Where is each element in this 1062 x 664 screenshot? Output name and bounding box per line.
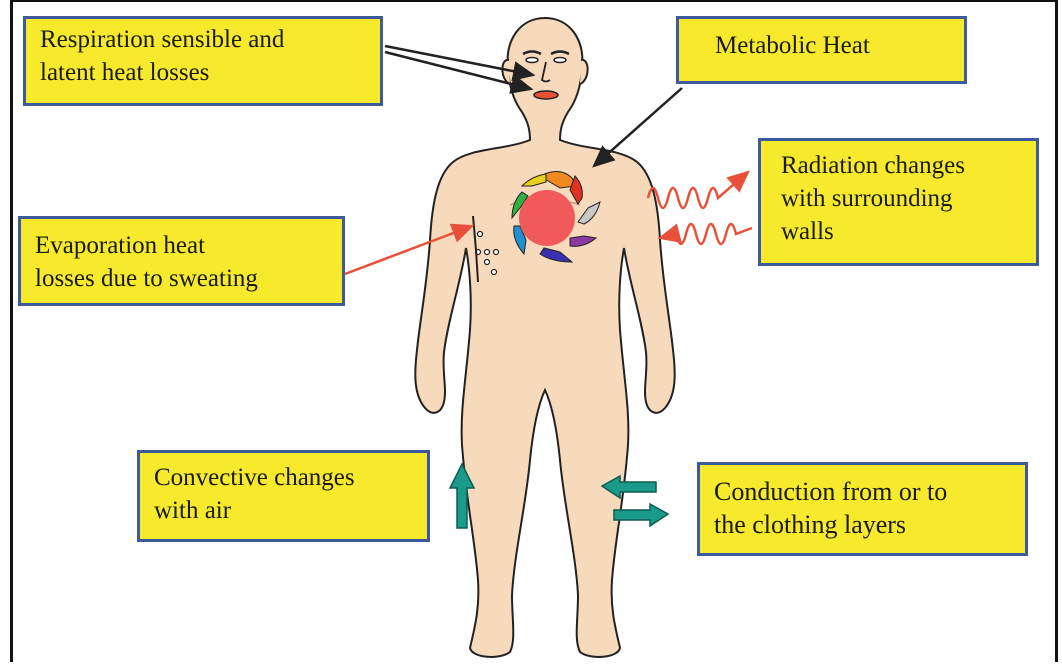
- radiation-label-line-2: with surrounding: [781, 182, 1026, 215]
- evaporation-label-line-2: losses due to sweating: [35, 262, 332, 295]
- radiation-label-line-1: Radiation changes: [781, 149, 1026, 182]
- metabolic-heat-label: Metabolic Heat: [715, 29, 954, 62]
- human-body: [415, 18, 674, 657]
- metabolic-heat-label-box: Metabolic Heat: [676, 16, 967, 84]
- convective-label-line-1: Convective changes: [154, 461, 417, 494]
- radiation-label-line-3: walls: [781, 215, 1026, 248]
- respiration-label-box: Respiration sensible and latent heat los…: [23, 16, 383, 106]
- respiration-label-line-2: latent heat losses: [40, 56, 370, 89]
- evaporation-label-box: Evaporation heat losses due to sweating: [18, 216, 345, 306]
- conduction-label-line-2: the clothing layers: [714, 508, 1015, 541]
- radiation-label-box: Radiation changes with surrounding walls: [758, 138, 1039, 266]
- conduction-label-box: Conduction from or to the clothing layer…: [697, 462, 1028, 556]
- convective-label-line-2: with air: [154, 494, 417, 527]
- evaporation-label-line-1: Evaporation heat: [35, 229, 332, 262]
- respiration-label-line-1: Respiration sensible and: [40, 23, 370, 56]
- conduction-label-line-1: Conduction from or to: [714, 475, 1015, 508]
- radiation-wave-icon: [648, 172, 752, 244]
- convective-label-box: Convective changes with air: [137, 450, 430, 542]
